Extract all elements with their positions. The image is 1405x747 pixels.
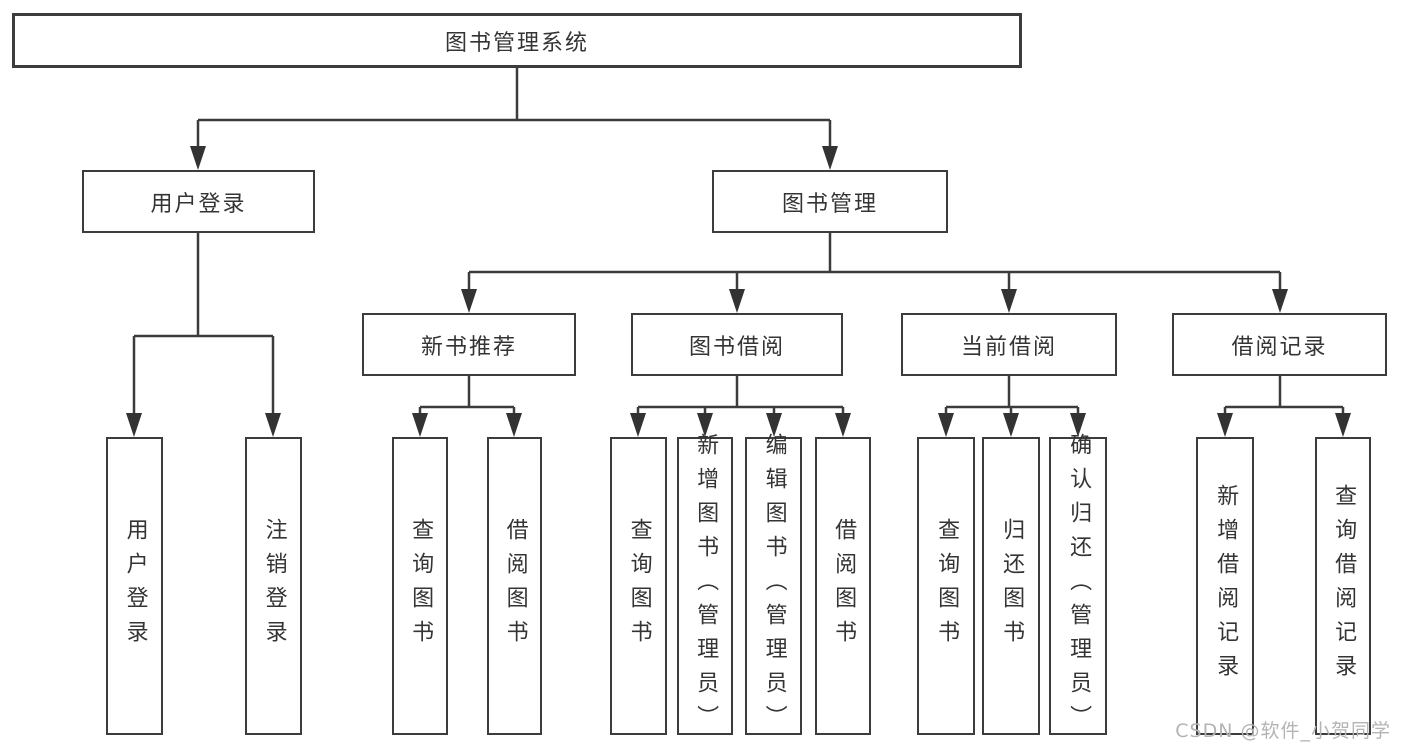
leaf-label: 新增借阅记录 — [1213, 484, 1239, 688]
leaf-edit-books-admin: 编辑图书（管理员） — [745, 433, 802, 739]
arrow-down-icon — [265, 413, 281, 437]
arrow-down-icon — [1001, 289, 1017, 313]
leaf-confirm-return-admin: 确认归还（管理员） — [1049, 433, 1107, 739]
leaf-label: 查询图书 — [626, 518, 652, 654]
leaf-label: 查询借阅记录 — [1331, 484, 1357, 688]
leaf-query-borrow-record: 查询借阅记录 — [1315, 437, 1371, 735]
arrow-down-icon — [729, 289, 745, 313]
node-user-login: 用户登录 — [82, 170, 315, 233]
arrow-down-icon — [1272, 289, 1288, 313]
arrow-down-icon — [1003, 413, 1019, 437]
arrow-down-icon — [412, 413, 428, 437]
connector-root-to-level2 — [190, 68, 838, 170]
connector-current-borrowing-children — [938, 376, 1086, 437]
leaf-return-books: 归还图书 — [982, 437, 1040, 735]
csdn-watermark: CSDN @软件_小贺同学 — [1175, 720, 1391, 742]
leaf-label: 用户登录 — [122, 518, 148, 654]
leaf-label: 查询图书 — [408, 518, 434, 654]
node-book-borrowing: 图书借阅 — [631, 313, 843, 376]
node-library-management-system: 图书管理系统 — [12, 13, 1022, 68]
arrow-down-icon — [461, 289, 477, 313]
arrow-down-icon — [630, 413, 646, 437]
arrow-down-icon — [1217, 413, 1233, 437]
leaf-label: 确认归还（管理员） — [1066, 433, 1092, 739]
leaf-add-books-admin: 新增图书（管理员） — [677, 433, 733, 739]
connector-book-management-children — [461, 233, 1288, 313]
arrow-down-icon — [506, 413, 522, 437]
leaf-label: 借阅图书 — [831, 518, 857, 654]
leaf-query-books-recommend: 查询图书 — [392, 437, 448, 735]
leaf-label: 新增图书（管理员） — [693, 433, 719, 739]
leaf-label: 注销登录 — [261, 518, 287, 654]
leaf-borrow-books-borrowing: 借阅图书 — [815, 437, 871, 735]
arrow-down-icon — [126, 413, 142, 437]
arrow-down-icon — [190, 146, 206, 170]
arrow-down-icon — [1335, 413, 1351, 437]
node-new-book-recommendation: 新书推荐 — [362, 313, 576, 376]
connector-borrowing-records-children — [1217, 376, 1351, 437]
leaf-label: 查询图书 — [934, 518, 960, 654]
leaf-label: 借阅图书 — [502, 518, 528, 654]
leaf-query-books-current: 查询图书 — [917, 437, 975, 735]
node-book-management: 图书管理 — [712, 170, 948, 233]
node-borrowing-records: 借阅记录 — [1172, 313, 1387, 376]
leaf-query-books-borrowing: 查询图书 — [610, 437, 667, 735]
leaf-borrow-books-recommend: 借阅图书 — [487, 437, 542, 735]
connector-new-book-recommendation-children — [412, 376, 522, 437]
arrow-down-icon — [822, 146, 838, 170]
node-current-borrowing: 当前借阅 — [901, 313, 1117, 376]
connector-user-login-children — [126, 233, 281, 437]
leaf-label: 归还图书 — [999, 518, 1025, 654]
arrow-down-icon — [835, 413, 851, 437]
leaf-label: 编辑图书（管理员） — [761, 433, 787, 739]
connector-book-borrowing-children — [630, 376, 851, 437]
leaf-user-login: 用户登录 — [106, 437, 163, 735]
arrow-down-icon — [938, 413, 954, 437]
leaf-logout: 注销登录 — [245, 437, 302, 735]
leaf-add-borrow-record: 新增借阅记录 — [1196, 437, 1254, 735]
